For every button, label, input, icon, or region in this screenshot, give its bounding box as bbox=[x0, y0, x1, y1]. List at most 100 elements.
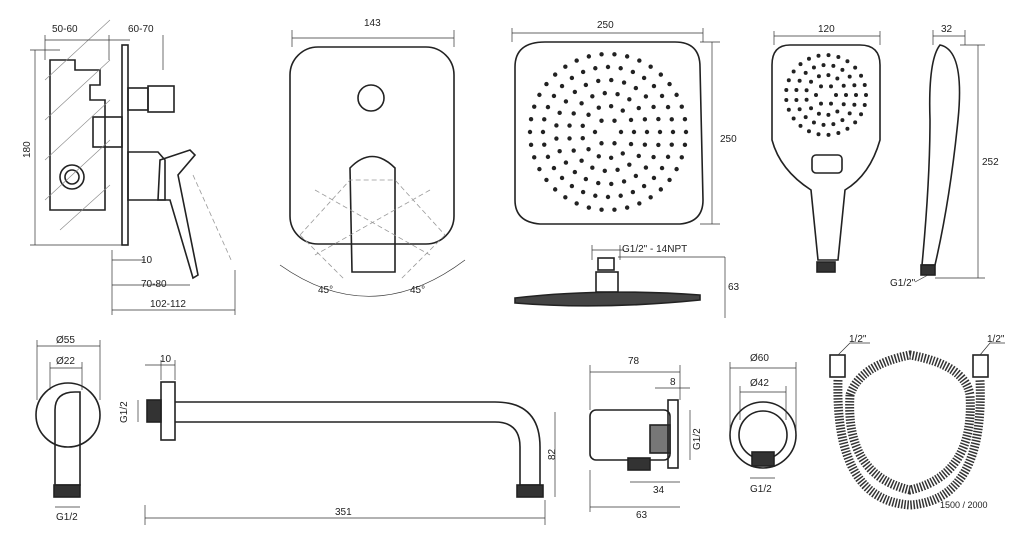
nozzle-dot bbox=[618, 193, 623, 198]
nozzle-dot bbox=[602, 168, 607, 174]
hose-thread-left: 1/2" bbox=[849, 334, 867, 345]
nozzle-dot bbox=[658, 187, 664, 192]
nozzle-dot bbox=[682, 116, 688, 122]
nozzle-dot bbox=[797, 78, 802, 83]
nozzle-dot bbox=[656, 142, 661, 148]
nozzle-dot bbox=[605, 194, 611, 200]
nozzle-dot bbox=[572, 89, 578, 95]
nozzle-dot bbox=[537, 166, 542, 172]
nozzle-dot bbox=[840, 67, 845, 72]
nozzle-dot bbox=[841, 83, 846, 88]
nozzle-dot bbox=[621, 179, 627, 184]
nozzle-dot bbox=[806, 129, 811, 134]
nozzle-dot bbox=[563, 160, 569, 165]
nozzle-dot bbox=[612, 52, 617, 57]
nozzle-dot bbox=[544, 177, 549, 183]
nozzle-dot bbox=[567, 136, 572, 141]
nozzle-dot bbox=[599, 141, 604, 146]
nozzle-dot bbox=[563, 195, 568, 200]
nozzle-dot bbox=[794, 88, 799, 93]
nozzle-dot bbox=[599, 52, 604, 57]
nozzle-dot bbox=[648, 195, 653, 200]
nozzle-dot bbox=[836, 54, 841, 59]
nozzle-dot bbox=[814, 93, 818, 97]
nozzle-dot bbox=[574, 58, 579, 63]
nozzle-dot bbox=[819, 101, 823, 106]
nozzle-dot bbox=[658, 72, 664, 77]
dim-63-depth: 63 bbox=[636, 510, 648, 521]
nozzle-dot bbox=[579, 158, 584, 163]
nozzle-dot bbox=[596, 180, 601, 186]
nozzle-dot bbox=[786, 107, 791, 112]
dim-250-height: 250 bbox=[720, 134, 737, 145]
nozzle-dot bbox=[580, 189, 586, 195]
nozzle-dot bbox=[580, 69, 586, 75]
nozzle-dot bbox=[552, 187, 558, 192]
nozzle-dot bbox=[803, 70, 808, 75]
nozzle-dot bbox=[670, 129, 676, 135]
dim-102-112: 102-112 bbox=[150, 299, 186, 310]
dim-34: 34 bbox=[653, 485, 665, 496]
nozzle-dot bbox=[544, 81, 549, 87]
nozzle-dot bbox=[826, 73, 831, 78]
nozzle-dot bbox=[542, 117, 547, 122]
nozzle-dot bbox=[821, 63, 826, 68]
nozzle-dot bbox=[624, 205, 630, 210]
hand-nozzle-dots bbox=[784, 53, 868, 137]
nozzle-dot bbox=[643, 165, 649, 170]
nozzle-dot bbox=[811, 120, 816, 125]
nozzle-dot bbox=[847, 111, 852, 116]
nozzle-dot bbox=[819, 84, 823, 89]
nozzle-dot bbox=[641, 75, 647, 81]
nozzle-dot bbox=[618, 129, 624, 135]
nozzle-dot bbox=[569, 183, 575, 189]
nozzle-dot bbox=[557, 110, 562, 116]
nozzle-dot bbox=[620, 151, 625, 156]
nozzle-dot bbox=[641, 183, 647, 189]
nozzle-dot bbox=[683, 129, 689, 135]
nozzle-dot bbox=[657, 129, 663, 135]
nozzle-dot bbox=[554, 123, 559, 128]
nozzle-dot bbox=[552, 72, 558, 77]
nozzle-dot bbox=[580, 123, 585, 128]
nozzle-dot bbox=[599, 207, 604, 212]
nozzle-dot bbox=[829, 101, 833, 106]
dim-180: 180 bbox=[22, 141, 33, 158]
thread-g12-arm: G1/2 bbox=[119, 401, 130, 423]
nozzle-dot bbox=[853, 65, 858, 70]
nozzle-dot bbox=[803, 115, 808, 120]
nozzle-dot bbox=[809, 106, 814, 111]
nozzle-dot bbox=[679, 104, 684, 109]
nozzle-dot bbox=[563, 64, 568, 69]
thread-g12-hand: G1/2" bbox=[890, 278, 916, 289]
nozzle-dot bbox=[642, 142, 648, 147]
nozzle-dot bbox=[651, 104, 656, 110]
nozzle-dot bbox=[631, 129, 637, 135]
nozzle-dot bbox=[559, 175, 565, 181]
nozzle-dot bbox=[612, 141, 617, 146]
nozzle-dot bbox=[630, 189, 636, 195]
nozzle-dot bbox=[527, 129, 533, 135]
nozzle-dot bbox=[859, 112, 864, 117]
nozzle-dot bbox=[852, 83, 857, 88]
nozzle-dot bbox=[826, 53, 831, 58]
dim-10-flange: 10 bbox=[160, 354, 172, 365]
nozzle-dot bbox=[816, 132, 821, 137]
nozzle-dot bbox=[854, 93, 858, 97]
head-shower-top-view: 250 250 bbox=[511, 20, 737, 225]
angle-right: 45° bbox=[410, 285, 425, 296]
nozzle-dot bbox=[636, 153, 641, 159]
nozzle-dot bbox=[798, 62, 803, 67]
nozzle-dot bbox=[540, 129, 546, 135]
dim-32: 32 bbox=[941, 24, 953, 35]
nozzle-dot bbox=[569, 75, 575, 81]
nozzle-dot bbox=[829, 84, 833, 89]
nozzle-dot bbox=[821, 122, 826, 127]
nozzle-dot bbox=[620, 108, 625, 113]
nozzle-dot bbox=[791, 116, 796, 121]
nozzle-dot bbox=[651, 175, 657, 181]
nozzle-dot bbox=[596, 105, 601, 110]
nozzle-dot bbox=[797, 107, 802, 112]
nozzle-dot bbox=[612, 118, 617, 123]
dim-d22: Ø22 bbox=[56, 356, 75, 367]
